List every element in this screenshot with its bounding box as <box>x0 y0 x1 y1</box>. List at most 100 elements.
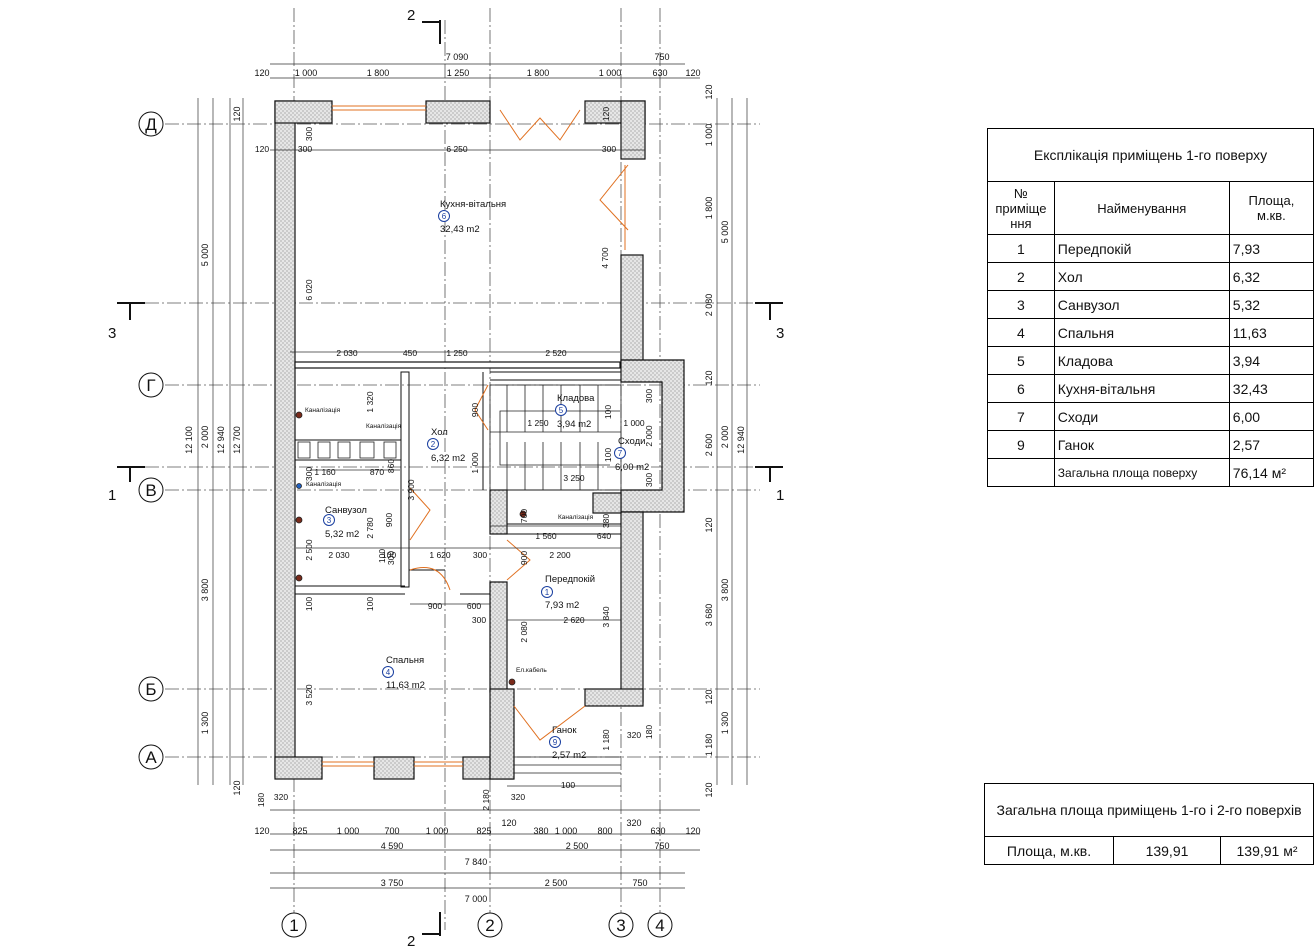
room-name: Передпокій <box>545 574 595 585</box>
dim-inner: 100 <box>603 448 613 462</box>
dim-inner: 1 250 <box>446 348 468 358</box>
section-3-left: 3 <box>108 325 116 342</box>
utility-notes: Каналізація Каналізація Каналізація Кана… <box>305 406 594 674</box>
dim-inner: 700 <box>519 509 529 523</box>
section-2-bottom: 2 <box>407 933 415 949</box>
dim-inner: 1 000 <box>470 452 480 474</box>
dim-bottom: 2 500 <box>566 841 589 851</box>
room-area: 32,43 m2 <box>440 224 480 235</box>
row-area: 7,93 <box>1228 234 1314 263</box>
dim-inner: 320 <box>274 792 288 802</box>
combined-area-label: Площа, м.кв. <box>984 836 1114 865</box>
dim-inner: 300 <box>473 550 487 560</box>
combined-area-row: Площа, м.кв. 139,91 139,91 м² <box>984 836 1314 865</box>
dim-bottom: 630 <box>650 826 665 836</box>
dim-inner: 320 <box>627 730 641 740</box>
section-1-right: 1 <box>776 487 784 504</box>
combined-area-value-1: 139,91 <box>1113 836 1221 865</box>
combined-area-table: Загальна площа приміщень 1-го і 2-го пов… <box>984 783 1314 865</box>
room-area: 7,93 m2 <box>545 600 579 611</box>
combined-area-value-2: 139,91 м² <box>1220 836 1314 865</box>
room-name: Спальня <box>386 655 424 666</box>
walls <box>274 100 685 780</box>
dimension-texts-top: 7 090 750 120 1 000 1 800 1 250 1 800 1 … <box>254 52 700 78</box>
dim-inner: 300 <box>304 467 314 481</box>
room-number: 5 <box>559 406 564 415</box>
sewer-label: Каналізація <box>305 406 341 414</box>
room-area: 2,57 m2 <box>552 750 586 761</box>
dimension-lines <box>197 63 748 889</box>
room-name: Кладова <box>557 393 595 404</box>
dim-inner: 6 250 <box>446 144 468 154</box>
row-area: 32,43 <box>1228 374 1314 403</box>
dim-bottom-total: 7 000 <box>465 894 488 904</box>
doors <box>409 109 629 741</box>
dim-inner: 180 <box>256 793 266 807</box>
dim-bottom: 120 <box>685 826 700 836</box>
dim-inner: 300 <box>386 551 396 565</box>
dim-right: 1 800 <box>704 197 714 220</box>
row-num: 4 <box>987 318 1055 347</box>
axis-4-label: 4 <box>655 916 664 935</box>
dim-right: 2 600 <box>704 434 714 457</box>
dim-right: 3 800 <box>720 579 730 602</box>
sewer-label: Каналізація <box>558 513 594 521</box>
dim-inner: 1 620 <box>429 550 451 560</box>
dim-right: 3 680 <box>704 604 714 627</box>
col-name-header: Найменування <box>1053 181 1230 235</box>
dim-bottom: 825 <box>476 826 491 836</box>
dim-bottom-total: 7 840 <box>465 857 488 867</box>
row-name: Санвузол <box>1053 290 1230 319</box>
porch-steps <box>514 756 621 774</box>
dim-right: 1 180 <box>704 734 714 757</box>
dim-right: 1 300 <box>720 712 730 735</box>
combined-area-title: Загальна площа приміщень 1-го і 2-го пов… <box>984 783 1314 837</box>
row-num: 2 <box>987 262 1055 291</box>
row-name: Кладова <box>1053 346 1230 375</box>
dim-bottom: 3 750 <box>381 878 404 888</box>
row-area: 2,57 <box>1228 430 1314 459</box>
sanitary-fixtures <box>295 411 527 686</box>
dim-left: 12 700 <box>232 426 242 454</box>
dim-inner: 860 <box>386 459 396 473</box>
row-num: 9 <box>987 430 1055 459</box>
dim-inner: 900 <box>470 403 480 417</box>
dim-inner: 120 <box>255 144 269 154</box>
dim-inner: 3 250 <box>563 473 585 483</box>
row-name: Сходи <box>1053 402 1230 431</box>
dim-top: 1 000 <box>599 68 622 78</box>
dim-inner: 320 <box>511 792 525 802</box>
row-num: 5 <box>987 346 1055 375</box>
floor-plan-drawing: 1 2 3 4 Д Г В Б А 2 2 3 3 1 1 Кухня-віта… <box>108 7 784 949</box>
dim-bottom: 1 000 <box>337 826 360 836</box>
dim-bottom: 320 <box>626 818 641 828</box>
section-labels: 2 2 3 3 1 1 <box>108 7 784 949</box>
row-name: Кухня-вітальня <box>1053 374 1230 403</box>
row-name: Ганок <box>1053 430 1230 459</box>
dim-inner: 2 180 <box>481 789 491 811</box>
row-area: 6,00 <box>1228 402 1314 431</box>
dim-inner: 300 <box>602 144 616 154</box>
dim-bottom: 800 <box>597 826 612 836</box>
section-marks <box>117 20 783 936</box>
dim-top: 120 <box>254 68 269 78</box>
axis-3-label: 3 <box>616 916 625 935</box>
room-name: Сходи <box>618 436 645 447</box>
dim-inner: 3 900 <box>406 479 416 501</box>
axis-V-label: В <box>145 481 156 500</box>
cable-label: Ел.кабель <box>516 666 547 674</box>
room-area: 11,63 m2 <box>386 680 425 691</box>
dim-inner: 300 <box>644 389 654 403</box>
dim-bottom: 1 000 <box>426 826 449 836</box>
dim-top: 1 800 <box>527 68 550 78</box>
grid-labels: 1 2 3 4 Д Г В Б А <box>145 115 664 935</box>
stair-treads <box>489 384 622 491</box>
room-labels: Кухня-вітальня 32,43 m2 Хол 6,32 m2 Клад… <box>325 199 649 761</box>
dim-left: 1 300 <box>200 712 210 735</box>
room-number: 3 <box>327 516 332 525</box>
dim-inner: 900 <box>428 601 442 611</box>
dim-inner: 600 <box>467 601 481 611</box>
